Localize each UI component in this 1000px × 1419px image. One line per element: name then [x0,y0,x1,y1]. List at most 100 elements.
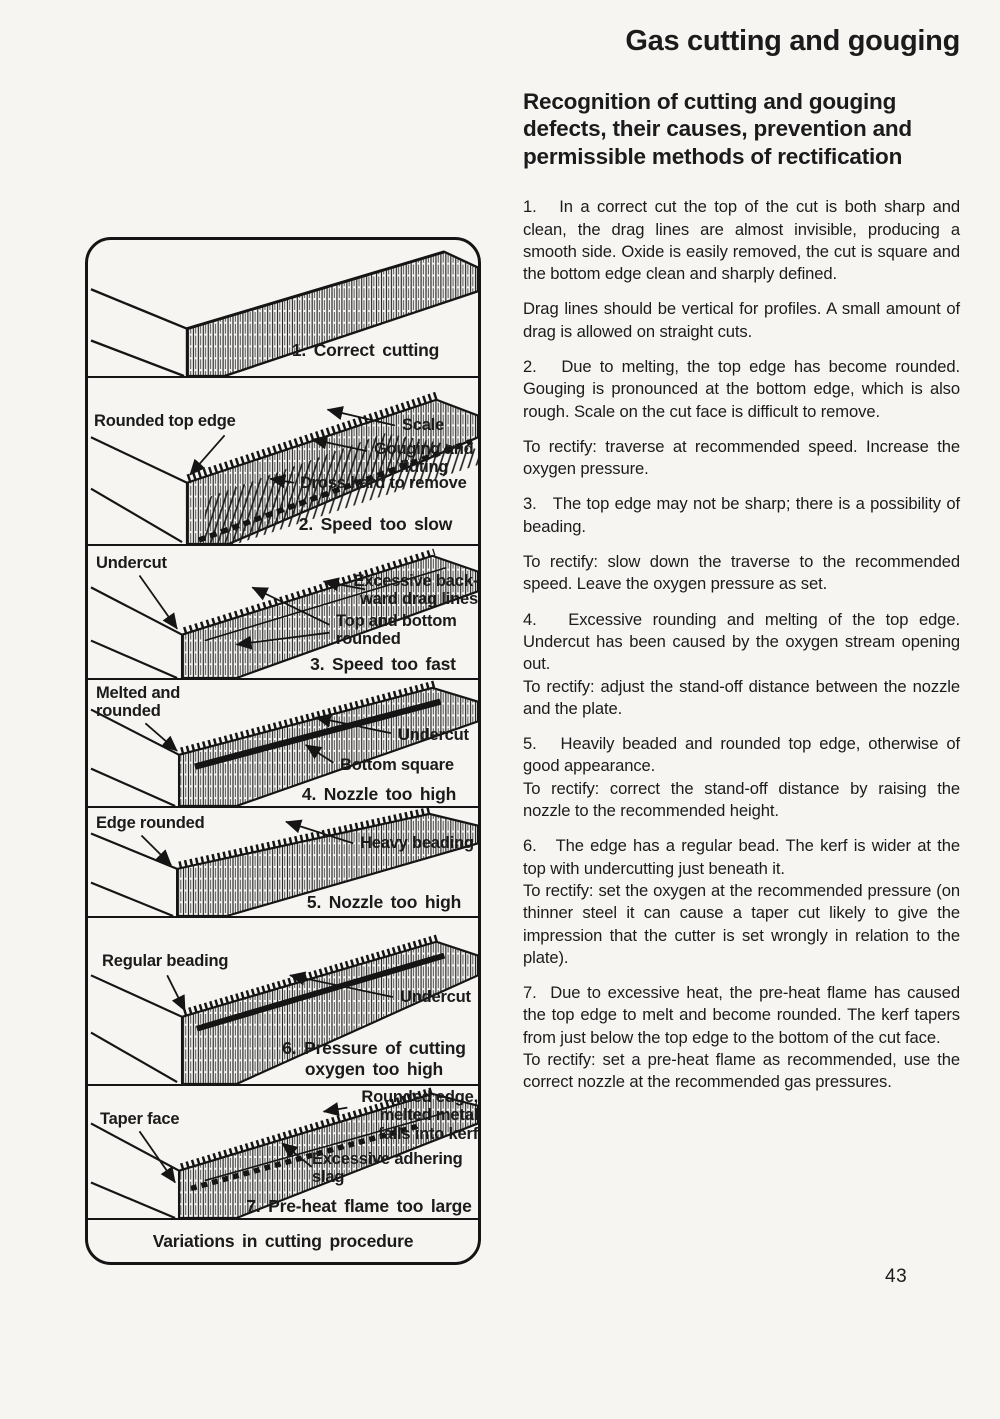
plate-drawing-preheat-flame-too-large [90,1086,478,1218]
figure-panel-4: Melted and rounded Undercut Bottom squar… [88,680,478,808]
arrow-bottom-rounded [235,631,330,650]
paragraph-12: To rectify: set the oxygen at the recomm… [523,880,960,967]
label-top-bottom-rounded: Top and bottom rounded [336,612,457,649]
panel-caption: 1. Correct cutting [291,340,440,360]
top-edge-beading [182,548,436,635]
figure-panel-5: Edge rounded Heavy beading 5. Nozzle too… [88,808,478,918]
regular-beading-coil [182,934,440,1017]
paragraph-9: 5. Heavily beaded and rounded top edge, … [523,734,960,776]
label-excessive-adhering-slag: Excessive adhering slag [312,1150,463,1187]
rounded-melted-edge [180,1086,436,1171]
label-rounded-edge-melted-metal: Rounded edge, melted metal falls into ke… [361,1088,478,1143]
panel-caption: 5. Nozzle too high [306,892,462,912]
figure-panel-7: Taper face Rounded edge, melted metal fa… [88,1086,478,1220]
label-edge-rounded: Edge rounded [96,814,205,832]
paragraph-3: 2. Due to melting, the top edge has beco… [523,356,960,421]
paragraph-6: To rectify: slow down the traverse to th… [523,552,960,594]
label-heavy-beading: Heavy beading [360,834,474,852]
arrow-heavy-beading [285,819,354,845]
paragraph-7: 4. Excessive rounding and melting of the… [523,609,960,674]
paragraph-14: To rectify: set a pre-heat flame as reco… [523,1050,960,1092]
label-dross: Dross hard to remove [300,474,467,492]
plate-drawing-speed-too-fast [90,548,478,678]
section-heading: Recognition of cutting and gouging defec… [523,88,912,169]
plate-drawing-nozzle-too-high [90,680,478,806]
text-column: Gas cutting and gouging Recognition of c… [523,25,960,1107]
label-undercut: Undercut [400,988,471,1006]
figure-panel-3: Undercut Excessive back- ward drag lines… [88,546,478,680]
rough-gouging-texture [204,433,478,544]
undercut-groove [194,698,442,770]
arrow-bottom-square [305,744,334,764]
plate-edge [90,1031,178,1083]
panel-caption: 7. Pre-heat flame too large [246,1196,472,1216]
label-gouging-fluting: Gouging and fluting [374,440,474,477]
sharp-top-edge [186,250,445,331]
dross-blobs [197,438,473,543]
plate-edge [90,1122,180,1172]
plate-edge [90,487,183,543]
figure-panel-2: Rounded top edge Scale Gouging and fluti… [88,378,478,546]
label-bottom-square: Bottom square [340,756,454,774]
plate-edge [90,639,178,678]
arrow-undercut [314,713,392,735]
arrow-taper-face [138,1130,176,1184]
arrow-rounded-top-edge [189,434,226,476]
arrow-slag [281,1142,313,1168]
plate-drawing-speed-too-slow [90,391,478,544]
label-melted-rounded: Melted and rounded [96,684,181,721]
plate-edge [90,1181,176,1218]
page-number: 43 [885,1266,908,1287]
cut-face-hatching [177,686,478,806]
paragraph-1: 1. In a correct cut the top of the cut i… [523,197,960,284]
paragraph-4: To rectify: traverse at recommended spee… [523,436,960,479]
arrow-scale [326,406,396,427]
plate-edge [90,767,176,806]
label-scale: Scale [402,416,445,434]
paragraph-5: 3. The top edge may not be sharp; there … [523,494,960,536]
label-undercut: Undercut [96,554,167,572]
paragraph-13: 7. Due to excessive heat, the pre-heat f… [523,983,960,1047]
paragraph-8: To rectify: adjust the stand-off distanc… [523,676,960,718]
figure-panel-1: 1. Correct cutting [88,240,478,378]
label-regular-beading: Regular beading [102,952,229,970]
paragraph-10: To rectify: correct the stand-off distan… [523,778,960,821]
panel-caption: 2. Speed too slow [298,514,453,534]
body-text: 1. In a correct cut the top of the cut i… [523,196,960,1093]
panel-caption: 6. Pressure of cutting oxygen too high [282,1038,466,1079]
plate-drawing-correct-cut [90,250,478,376]
paragraph-2: Drag lines should be vertical for profil… [523,299,960,341]
plate-edge [90,586,183,636]
label-backward-drag-lines: Excessive back- ward drag lines [353,572,478,609]
plate-edge [90,288,188,330]
arrow-dross [269,474,295,489]
arrow-drag-lines [322,577,366,592]
arrow-edge-rounded [140,834,172,866]
taper-line [204,1112,443,1182]
figure-panel-6: Regular beading Undercut 6. Pressure of … [88,918,478,1086]
label-undercut: Undercut [398,726,469,744]
plate-edge [90,832,178,870]
arrow-melted-rounded [144,722,178,752]
plate-edge [90,436,188,484]
label-rounded-top-edge: Rounded top edge [94,412,236,430]
panel-caption: 3. Speed too fast [310,654,456,674]
figure-footer-caption: Variations in cutting procedure [152,1230,414,1251]
figure-footer: Variations in cutting procedure [88,1220,478,1262]
defects-figure: 1. Correct cutting Rounded top edge Scal… [85,237,481,1265]
arrow-undercut [289,971,394,998]
cut-face-hatching [185,250,478,376]
plate-edge [90,974,183,1018]
plate-edge [90,881,174,916]
adhering-slag-blobs [190,1122,422,1192]
arrow-undercut [138,575,178,630]
arrow-rounded-edge [322,1102,348,1117]
backward-drag-line [204,566,447,642]
arrow-top-rounded [251,586,330,626]
paragraph-11: 6. The edge has a regular bead. The kerf… [523,836,960,878]
plate-drawing-nozzle-too-high-2 [90,808,478,916]
plate-drawing-oxygen-pressure-too-high [90,934,478,1084]
heavy-beading-coil [178,808,433,869]
arrow-gouging [310,435,368,452]
